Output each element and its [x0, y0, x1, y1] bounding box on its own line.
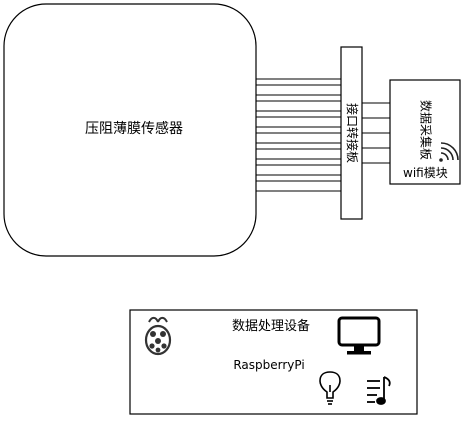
adapter-wires: [362, 102, 390, 164]
processing-device: 数据处理设备 RaspberryPi: [129, 309, 418, 415]
lightbulb-icon: [319, 371, 341, 405]
processing-device-title: 数据处理设备: [232, 318, 310, 334]
sensor-wires: [256, 78, 341, 192]
processing-device-subtitle: RaspberryPi: [233, 358, 304, 372]
raspberry-pi-icon: [144, 316, 172, 356]
adapter-board: 接口转接板: [340, 46, 363, 220]
acquisition-board: 数据采集板 wifi模块: [389, 79, 461, 185]
sensor-block: 压阻薄膜传感器: [3, 3, 257, 257]
wifi-signal-icon: [439, 142, 459, 162]
monitor-icon: [337, 316, 381, 355]
sensor-label: 压阻薄膜传感器: [85, 120, 183, 137]
wifi-module-label: wifi模块: [403, 166, 448, 180]
adapter-board-label: 接口转接板: [345, 103, 360, 163]
acquisition-board-label: 数据采集板: [419, 100, 434, 160]
music-note-icon: [367, 376, 391, 405]
